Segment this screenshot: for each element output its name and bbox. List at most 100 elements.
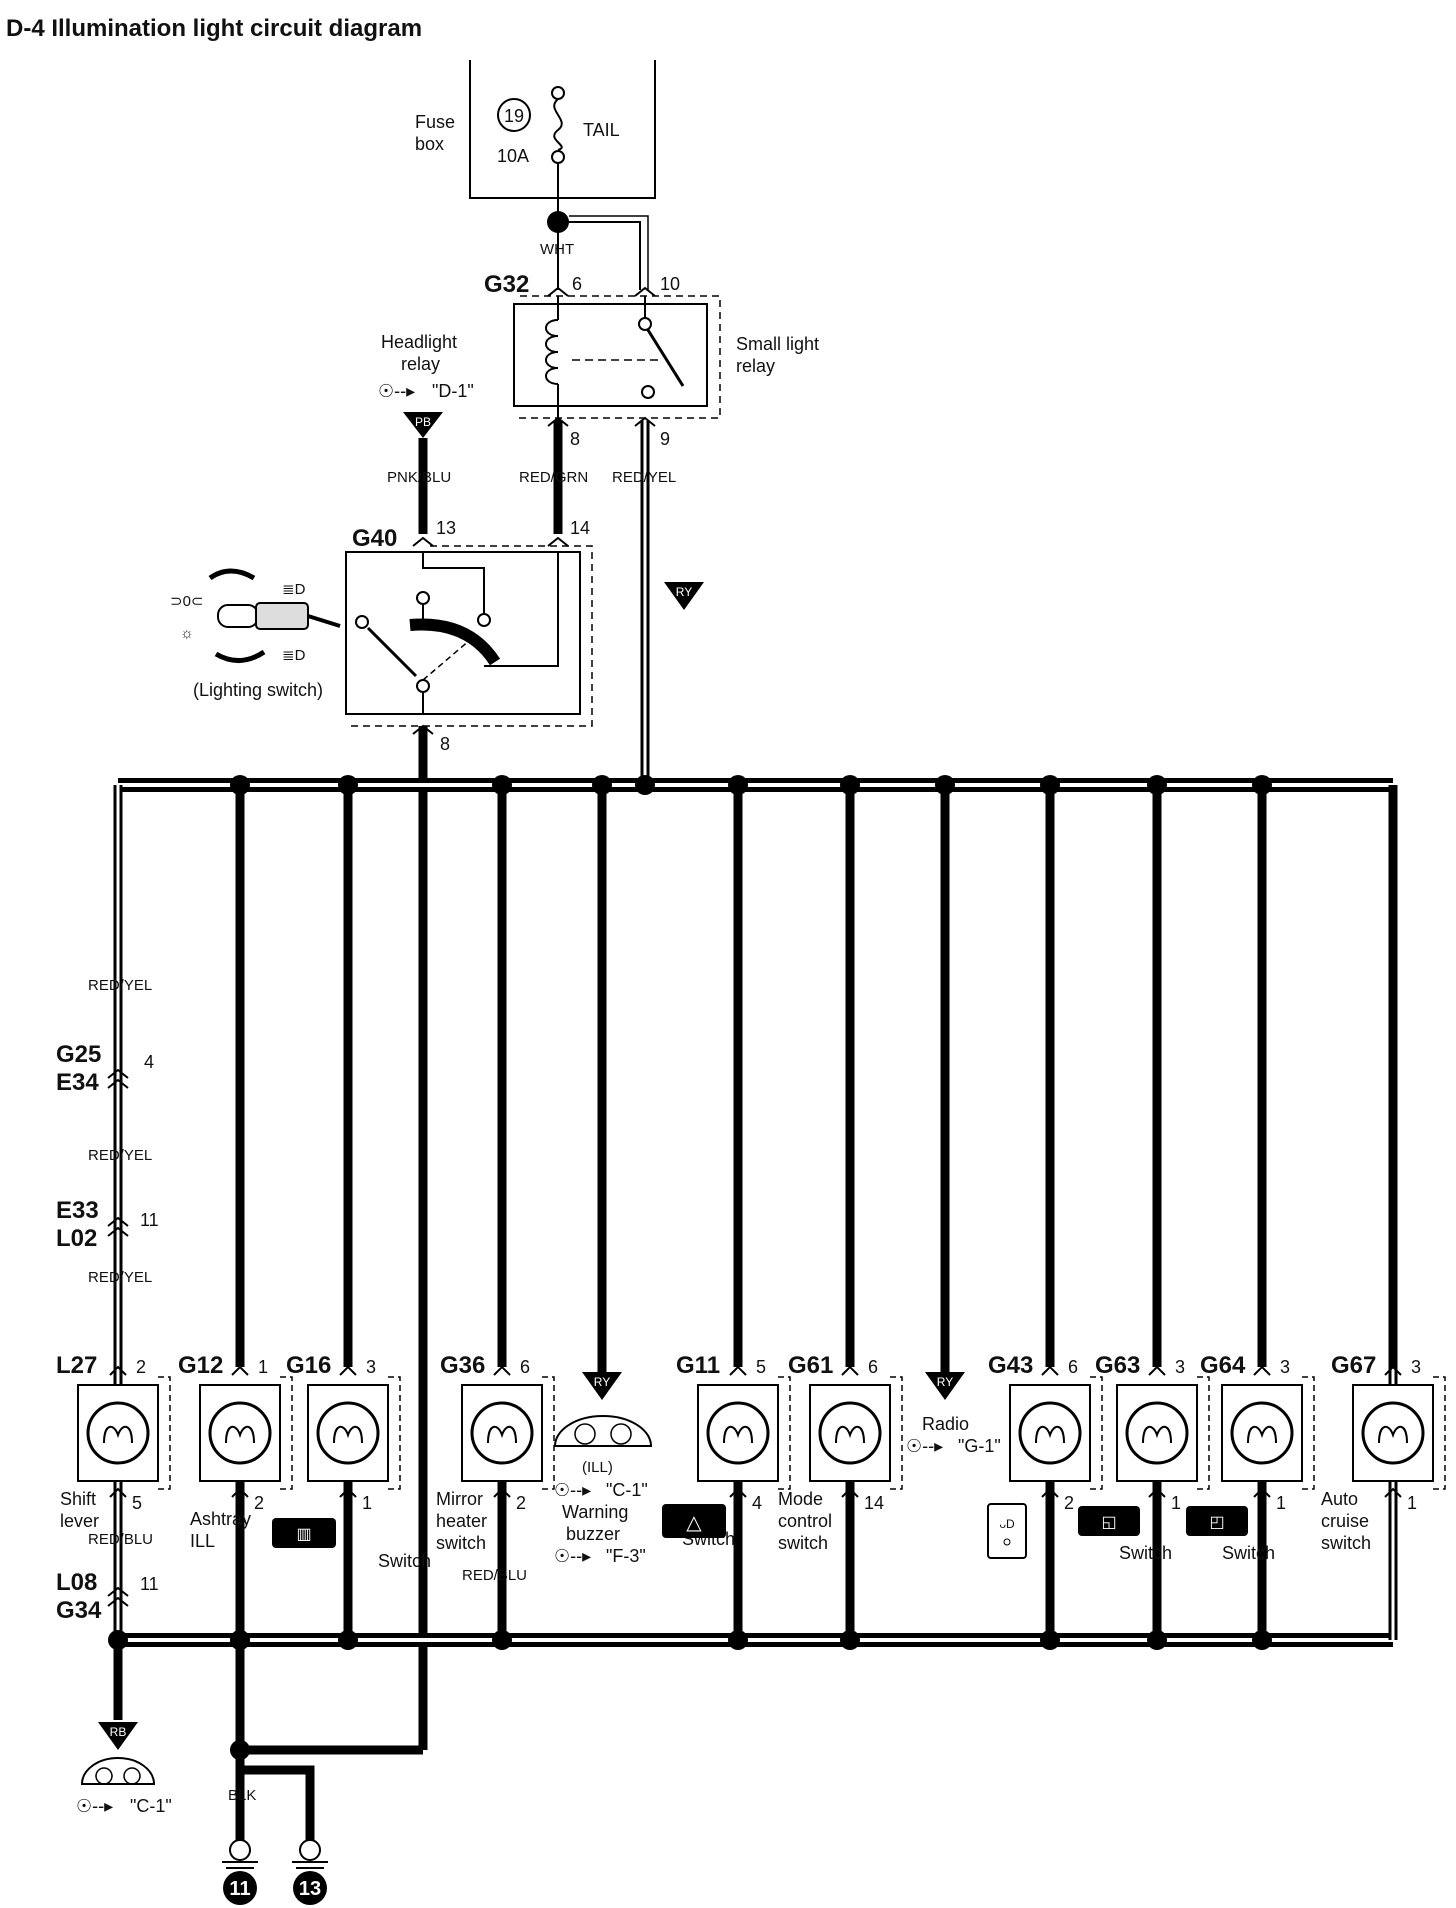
relay-pin-10: 10 [660,274,680,294]
bulb-caption: Mirror [436,1489,483,1509]
bulb-pin-bottom: 4 [752,1493,762,1513]
diagram-title: D-4 Illumination light circuit diagram [6,15,422,42]
bulb-pin-top: 3 [1411,1357,1421,1377]
bulb-pin-top: 5 [756,1357,766,1377]
off-icon: ☼ [180,625,194,642]
window-switch-icon-2 [1186,1506,1248,1536]
bulb-caption: Ashtray [190,1509,251,1529]
connector-e33: E33 [56,1197,99,1224]
lighting-switch: G40 13 14 (Lighting switch) ⊃0⊂ ≣D ☼ ≣D [170,518,593,754]
meter-ref-1: "C-1" [606,1480,648,1500]
headlight-relay-label-1: Headlight [381,332,457,352]
ground-13 [293,1871,327,1905]
relay-label-2: relay [736,356,775,376]
bulb-caption: switch [1321,1533,1371,1553]
relay-pin-8: 8 [570,429,580,449]
bulb-caption: control [778,1511,832,1531]
fuse-rating: 10A [497,146,529,166]
parking-light-icon: ⊃0⊂ [170,593,203,610]
switch-icons: ▥ △ ᴗD ◱ ◰ [272,1503,1248,1559]
ref-arrow-icon-meter: ☉--▸ [554,1480,591,1500]
svg-text:△: △ [686,1512,702,1534]
bulb-pin-bottom: 1 [1171,1493,1181,1513]
bulb-caption: Auto [1321,1489,1358,1509]
relay-pin-9: 9 [660,429,670,449]
headlight-relay-ref: Headlight relay ☉--▸ "D-1" PB [378,332,474,438]
bulb-caption: Switch [1119,1543,1172,1563]
bulb-pin-bottom: 14 [864,1493,884,1513]
switch-label: (Lighting switch) [193,680,323,700]
wire-label-red-blu-2: RED/BLU [462,1567,527,1584]
fuse-number-circle [497,98,531,132]
bulb-pin-top: 3 [1175,1357,1185,1377]
bulb-pin-top: 6 [868,1357,878,1377]
bulb-caption: Switch [378,1551,431,1571]
fuse-number: 19 [504,106,524,126]
connector-tag-pb [403,412,443,438]
hazard-icon [662,1504,726,1538]
headlight-relay-label-2: relay [401,354,440,374]
bulb-pin-bottom: 2 [516,1493,526,1513]
bulb-caption: switch [778,1533,828,1553]
wire-label-red-yel-relay: RED/YEL [612,469,676,486]
ground-11-label: 11 [229,1878,250,1900]
bulb-connector: G12 [178,1352,223,1379]
tag-ry-1-text: RY [676,585,692,599]
bulb-pin-top: 2 [136,1357,146,1377]
bulb-caption: Shift [60,1489,96,1509]
pin-11a: 11 [140,1210,159,1230]
svg-text:◰: ◰ [1209,1514,1224,1531]
ref-arrow-icon-buzzer: ☉--▸ [554,1546,591,1566]
tag-ry-3-text: RY [937,1375,953,1389]
bulb-connector: G43 [988,1352,1033,1379]
bulb-connector: G16 [286,1352,331,1379]
bulb-caption: cruise [1321,1511,1369,1531]
bulb-pin-top: 6 [520,1357,530,1377]
ref-arrow-icon: ☉--▸ [378,381,415,401]
ref-arrow-icon-left: ☉--▸ [76,1796,113,1816]
ground-11 [223,1871,257,1905]
wire-label-red-yel-1: RED/YEL [88,977,152,994]
switch-connector: G40 [352,525,397,552]
svg-text:ᴗD: ᴗD [999,1517,1015,1531]
tag-ry-2-text: RY [594,1375,610,1389]
bulb-connector: G64 [1200,1352,1246,1379]
fuse-terminal-top [551,86,565,100]
relay-coil [545,319,559,385]
radio-ref: "G-1" [958,1436,1001,1456]
tag-pb-text: PB [415,415,431,429]
ground-13-label: 13 [299,1878,321,1900]
radio-label: Radio [922,1414,969,1434]
svg-text:◱: ◱ [1101,1514,1116,1531]
bulb-pin-bottom: 2 [254,1493,264,1513]
fuse-terminal-bottom [551,150,565,164]
connector-g25: G25 [56,1041,101,1068]
rear-defogger-icon [272,1518,336,1548]
wire-label-red-blu-1: RED/BLU [88,1531,153,1548]
connector-e34: E34 [56,1069,99,1096]
relay-pin-6: 6 [572,274,582,294]
bulb-connector: G61 [788,1352,833,1379]
bulb-connector: G11 [676,1352,720,1379]
bulb-caption: switch [436,1533,486,1553]
fuse-circuit: TAIL [583,120,620,140]
bulb-pin-bottom: 2 [1064,1493,1074,1513]
headlight-icon-1: ≣D [282,581,306,598]
wire-label-red-grn: RED/GRN [519,469,588,486]
headlight-icon-2: ≣D [282,647,306,664]
relay-connector: G32 [484,271,529,298]
wire-label-red-yel-2: RED/YEL [88,1147,152,1164]
pin-11b: 11 [140,1574,159,1594]
connector-tag-ry-3 [925,1372,965,1400]
svg-text:▥: ▥ [296,1526,311,1543]
lower-left-chain: RED/BLU L08 G34 11 RB ☉--▸ "C-1" [56,1531,172,1816]
bulb-caption: heater [436,1511,487,1531]
bulb-connector: G63 [1095,1352,1140,1379]
wire-label-blk: BLK [228,1787,256,1804]
